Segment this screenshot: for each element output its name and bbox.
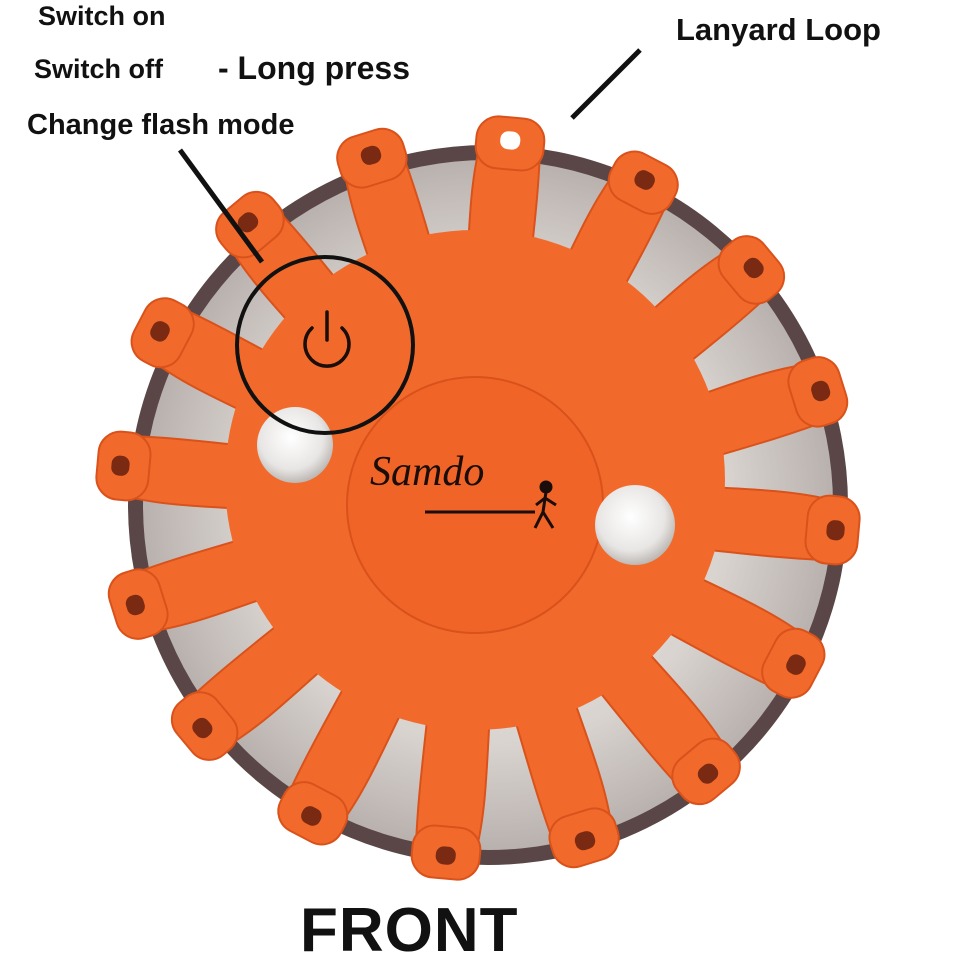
- label-switch-off: Switch off: [34, 54, 163, 84]
- hiker-figure-icon: [533, 480, 557, 529]
- label-switch-on: Switch on: [38, 1, 166, 31]
- label-lanyard-loop: Lanyard Loop: [676, 12, 881, 47]
- label-long-press: - Long press: [218, 50, 411, 86]
- label-front: FRONT: [300, 896, 519, 962]
- power-icon[interactable]: [303, 310, 351, 368]
- power-button-callout: [235, 255, 415, 435]
- magnet-icon: [595, 485, 675, 565]
- callout-line-power: [177, 148, 265, 264]
- callout-line-lanyard: [570, 48, 642, 120]
- logo-disc: [346, 376, 604, 634]
- brand-logo: Samdo: [370, 449, 484, 495]
- magnet-icon: [257, 407, 333, 483]
- label-change-flash-mode: Change flash mode: [27, 109, 295, 141]
